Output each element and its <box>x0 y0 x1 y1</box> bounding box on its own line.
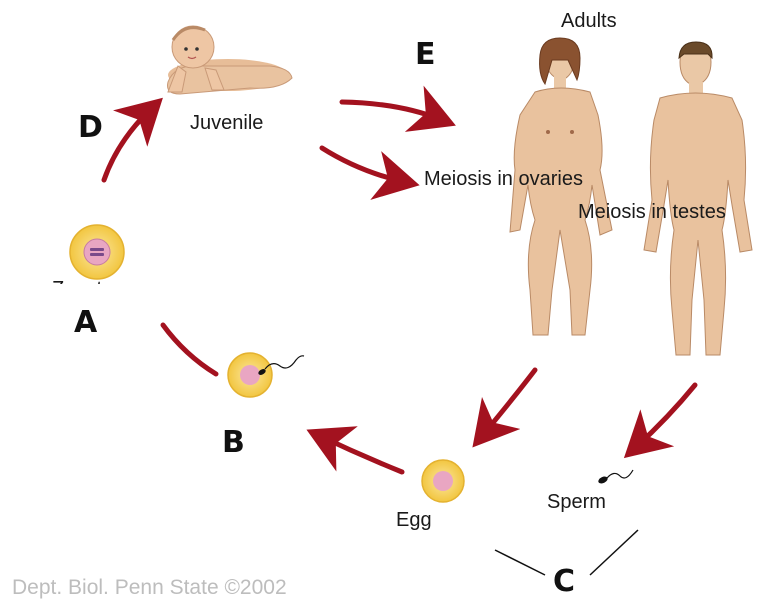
letter-d: D <box>78 110 103 145</box>
adults-label: Adults <box>561 10 617 33</box>
egg-label: Egg <box>396 509 432 532</box>
arrow-juvenile-to-meiosis <box>322 148 405 182</box>
arrow-female-to-egg <box>482 370 535 436</box>
zygote-label: Zygote <box>52 274 113 284</box>
meiosis-ovaries-label: Meiosis in ovaries <box>424 168 583 191</box>
arrow-zygote-to-juvenile <box>104 108 152 180</box>
arrow-male-to-sperm <box>635 385 695 448</box>
male-adult <box>644 42 752 355</box>
letter-e: E <box>415 37 436 72</box>
copyright-credit: Dept. Biol. Penn State ©2002 <box>12 576 287 600</box>
letter-c: C <box>553 564 575 599</box>
zygote-cell <box>70 225 124 279</box>
letter-b: B <box>222 425 245 460</box>
arrow-juvenile-to-adults <box>342 102 442 120</box>
egg-cell <box>422 460 464 502</box>
meiosis-testes-label: Meiosis in testes <box>578 201 726 224</box>
sperm-cell <box>597 470 633 485</box>
letter-a: A <box>74 305 97 340</box>
baby-figure <box>168 26 293 94</box>
fertilized-egg <box>228 353 304 397</box>
sperm-label: Sperm <box>547 491 606 514</box>
arrow-egg-to-fertilized <box>320 436 402 472</box>
arrow-fertilized-to-zygote <box>163 325 216 374</box>
juvenile-label: Juvenile <box>190 112 263 135</box>
